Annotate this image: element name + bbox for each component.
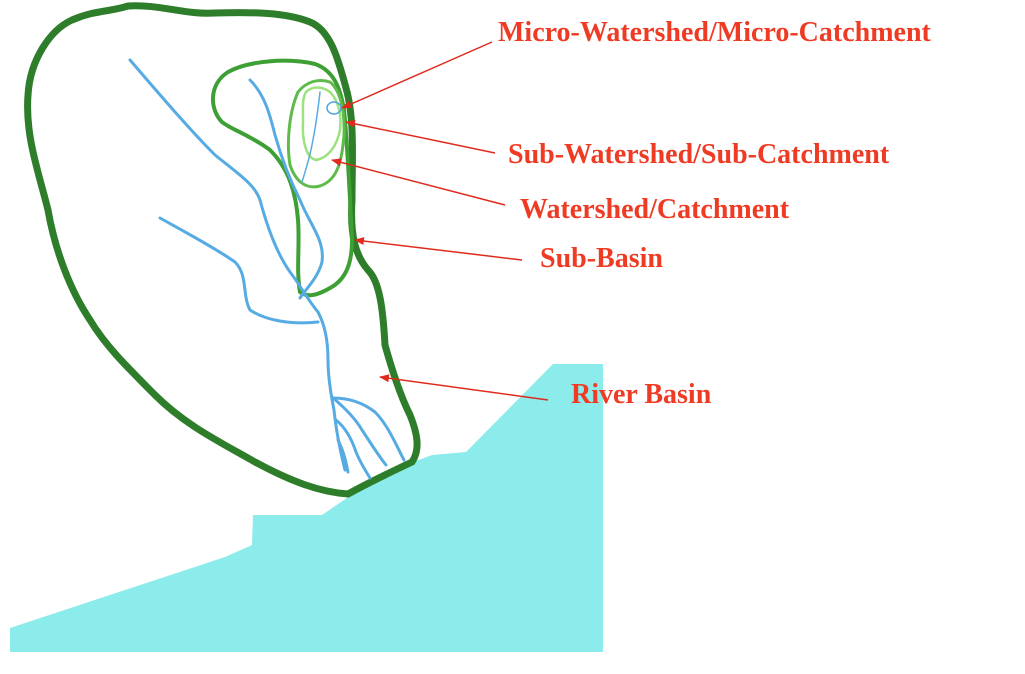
stream-sub-basin [248,78,324,300]
stream-delta-3 [334,418,372,480]
micro-watershed-outline [326,101,342,115]
stream-network [128,58,406,480]
watershed-outline [286,78,346,189]
stream-delta-1 [331,396,388,467]
stream-delta-4 [336,438,350,474]
river-basin-outline [24,2,421,498]
label-river-basin: River Basin [571,379,712,410]
leader-river-basin [379,374,549,401]
label-sub-basin: Sub-Basin [540,243,663,274]
label-watershed: Watershed/Catchment [520,194,790,225]
stream-delta-2 [331,396,406,462]
leader-micro-watershed [341,41,493,109]
stream-watershed [301,91,321,183]
sub-basin-outline [210,58,354,298]
sea-area [10,364,603,652]
leader-watershed [331,158,506,206]
leader-sub-watershed [345,119,496,154]
leader-lines [331,41,549,401]
label-sub-watershed: Sub-Watershed/Sub-Catchment [508,139,890,170]
leader-sub-basin [354,237,523,261]
stream-left-tributary [158,216,320,325]
sub-watershed-outline [301,86,342,162]
label-micro-watershed: Micro-Watershed/Micro-Catchment [498,17,932,48]
labels: Micro-Watershed/Micro-Catchment Sub-Wate… [498,17,932,410]
